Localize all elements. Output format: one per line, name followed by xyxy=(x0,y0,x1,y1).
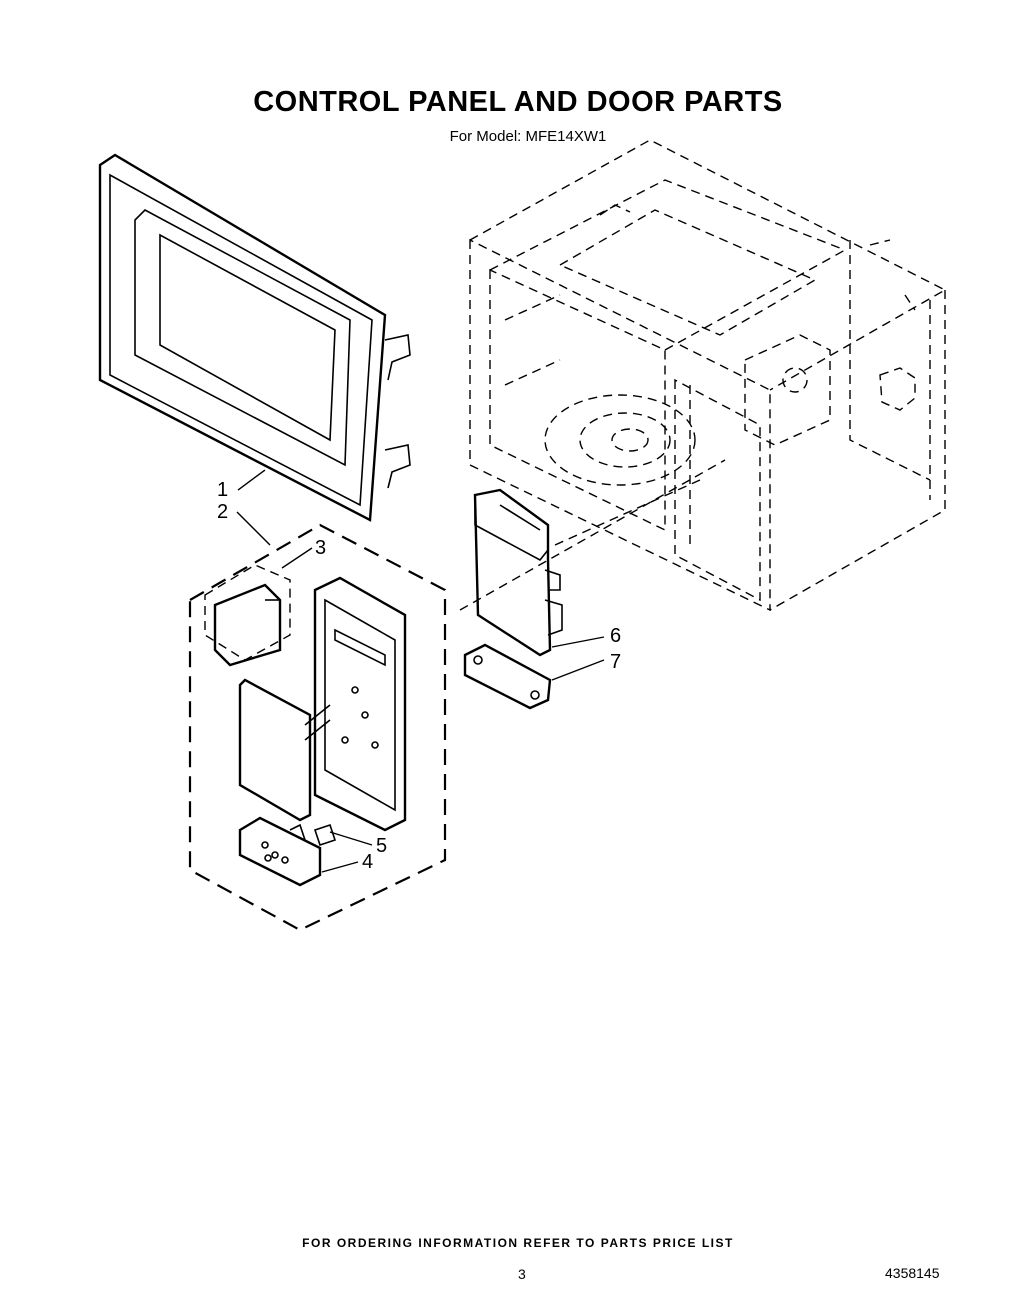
ordering-note: FOR ORDERING INFORMATION REFER TO PARTS … xyxy=(302,1236,734,1250)
door-assembly xyxy=(98,153,411,522)
leader-3 xyxy=(281,547,313,569)
leader-6 xyxy=(551,636,605,648)
leader-2 xyxy=(236,511,271,546)
leader-1 xyxy=(237,469,266,491)
page-number: 3 xyxy=(518,1266,526,1282)
leader-7 xyxy=(551,659,605,681)
callout-2: 2 xyxy=(217,501,228,523)
leader-4 xyxy=(321,861,359,873)
mounting-plate xyxy=(463,643,552,710)
callout-3: 3 xyxy=(315,537,326,559)
callout-6: 6 xyxy=(610,625,621,647)
document-number: 4358145 xyxy=(885,1265,940,1281)
page-title: CONTROL PANEL AND DOOR PARTS xyxy=(253,86,783,118)
callout-7: 7 xyxy=(610,651,621,673)
oven-cabinet xyxy=(459,139,947,612)
model-subtitle: For Model: MFE14XW1 xyxy=(449,128,607,145)
control-panel-group xyxy=(188,523,447,932)
callout-1: 1 xyxy=(217,479,228,501)
callout-4: 4 xyxy=(362,851,373,873)
leader-5 xyxy=(329,831,373,846)
control-board xyxy=(473,488,563,657)
callout-5: 5 xyxy=(376,835,387,857)
